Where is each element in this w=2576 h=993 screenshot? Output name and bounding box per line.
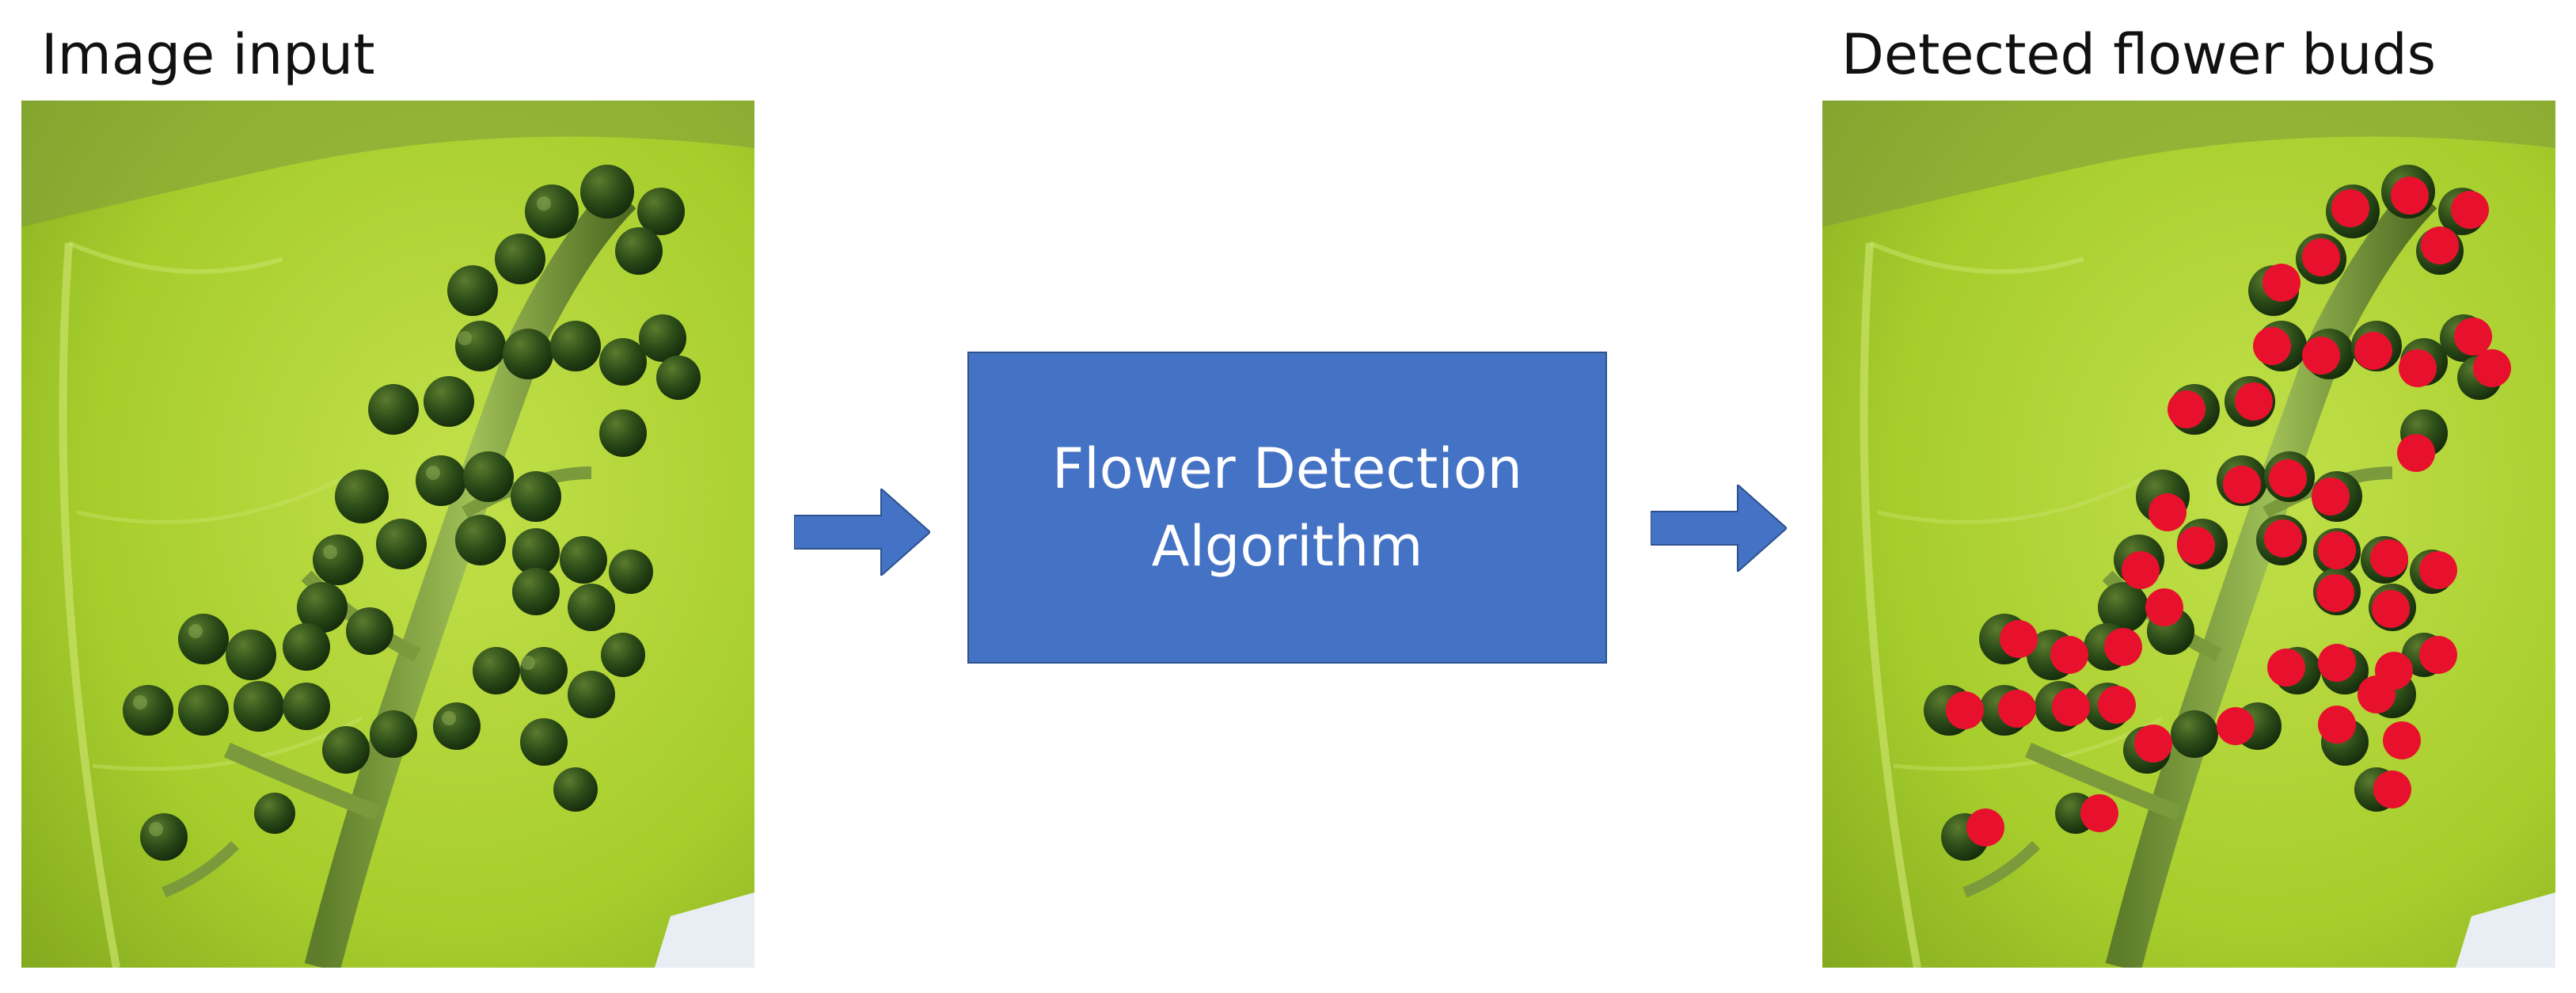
right-arrow-icon — [794, 489, 930, 576]
output-image-title: Detected flower buds — [1841, 22, 2437, 87]
flower-cluster-illustration — [21, 101, 754, 968]
right-arrow-icon — [1651, 485, 1787, 572]
detected-buds-illustration — [1822, 101, 2555, 968]
input-flower-photo — [21, 101, 754, 968]
output-detection-photo — [1822, 101, 2555, 968]
detection-markers — [1946, 177, 2511, 847]
flower-detection-algorithm-box: Flower Detection Algorithm — [967, 352, 1607, 664]
algorithm-label: Flower Detection Algorithm — [1052, 436, 1522, 579]
input-image-title: Image input — [41, 22, 375, 87]
